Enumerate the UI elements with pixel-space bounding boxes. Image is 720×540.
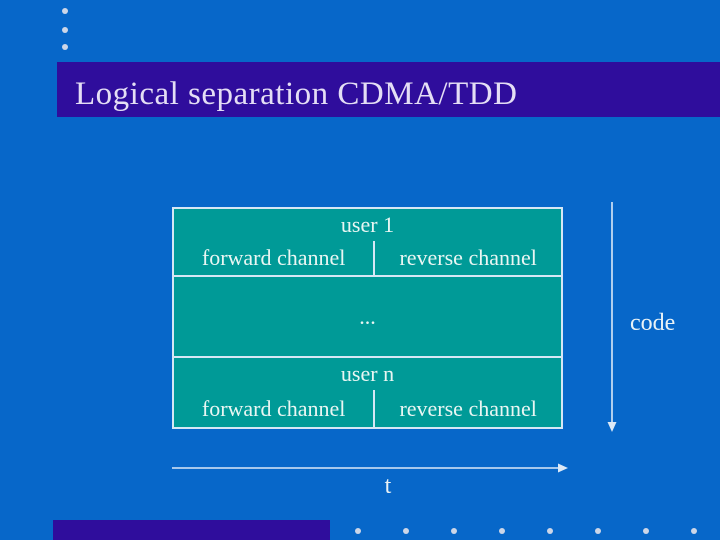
dot-icon [643, 528, 649, 534]
dot-icon [62, 8, 68, 14]
user1-reverse-channel-cell: reverse channel [373, 241, 561, 275]
time-axis-arrow-icon [172, 463, 568, 473]
top-dots-decoration [62, 0, 72, 60]
time-axis-label: t [384, 473, 392, 499]
usern-reverse-channel-cell: reverse channel [373, 390, 561, 427]
dot-icon [595, 528, 601, 534]
table-row-usern: user n forward channel reverse channel [174, 358, 561, 427]
usern-forward-channel-cell: forward channel [201, 395, 346, 421]
table-row-user1: user 1 forward channel reverse channel [174, 209, 561, 275]
user1-label: user 1 [340, 212, 395, 237]
slide-title: Logical separation CDMA/TDD [75, 75, 518, 112]
dot-icon [451, 528, 457, 534]
bottom-dots-decoration [355, 528, 697, 534]
bottom-accent-bar [53, 520, 330, 540]
usern-channels: forward channel reverse channel [174, 390, 561, 427]
dot-icon [62, 44, 68, 50]
usern-label: user n [340, 361, 395, 386]
dot-icon [499, 528, 505, 534]
code-axis-label: code [630, 310, 676, 336]
dot-icon [547, 528, 553, 534]
user1-forward-channel-cell: forward channel [201, 245, 346, 270]
cdma-tdd-table: user 1 forward channel reverse channel .… [172, 207, 563, 429]
dot-icon [691, 528, 697, 534]
table-row-ellipsis: ... [174, 275, 561, 358]
user1-channels: forward channel reverse channel [174, 241, 561, 275]
dot-icon [355, 528, 361, 534]
dot-icon [62, 27, 68, 33]
dot-icon [403, 528, 409, 534]
code-axis-arrow-icon [607, 202, 617, 432]
title-bar: Logical separation CDMA/TDD [57, 62, 720, 117]
